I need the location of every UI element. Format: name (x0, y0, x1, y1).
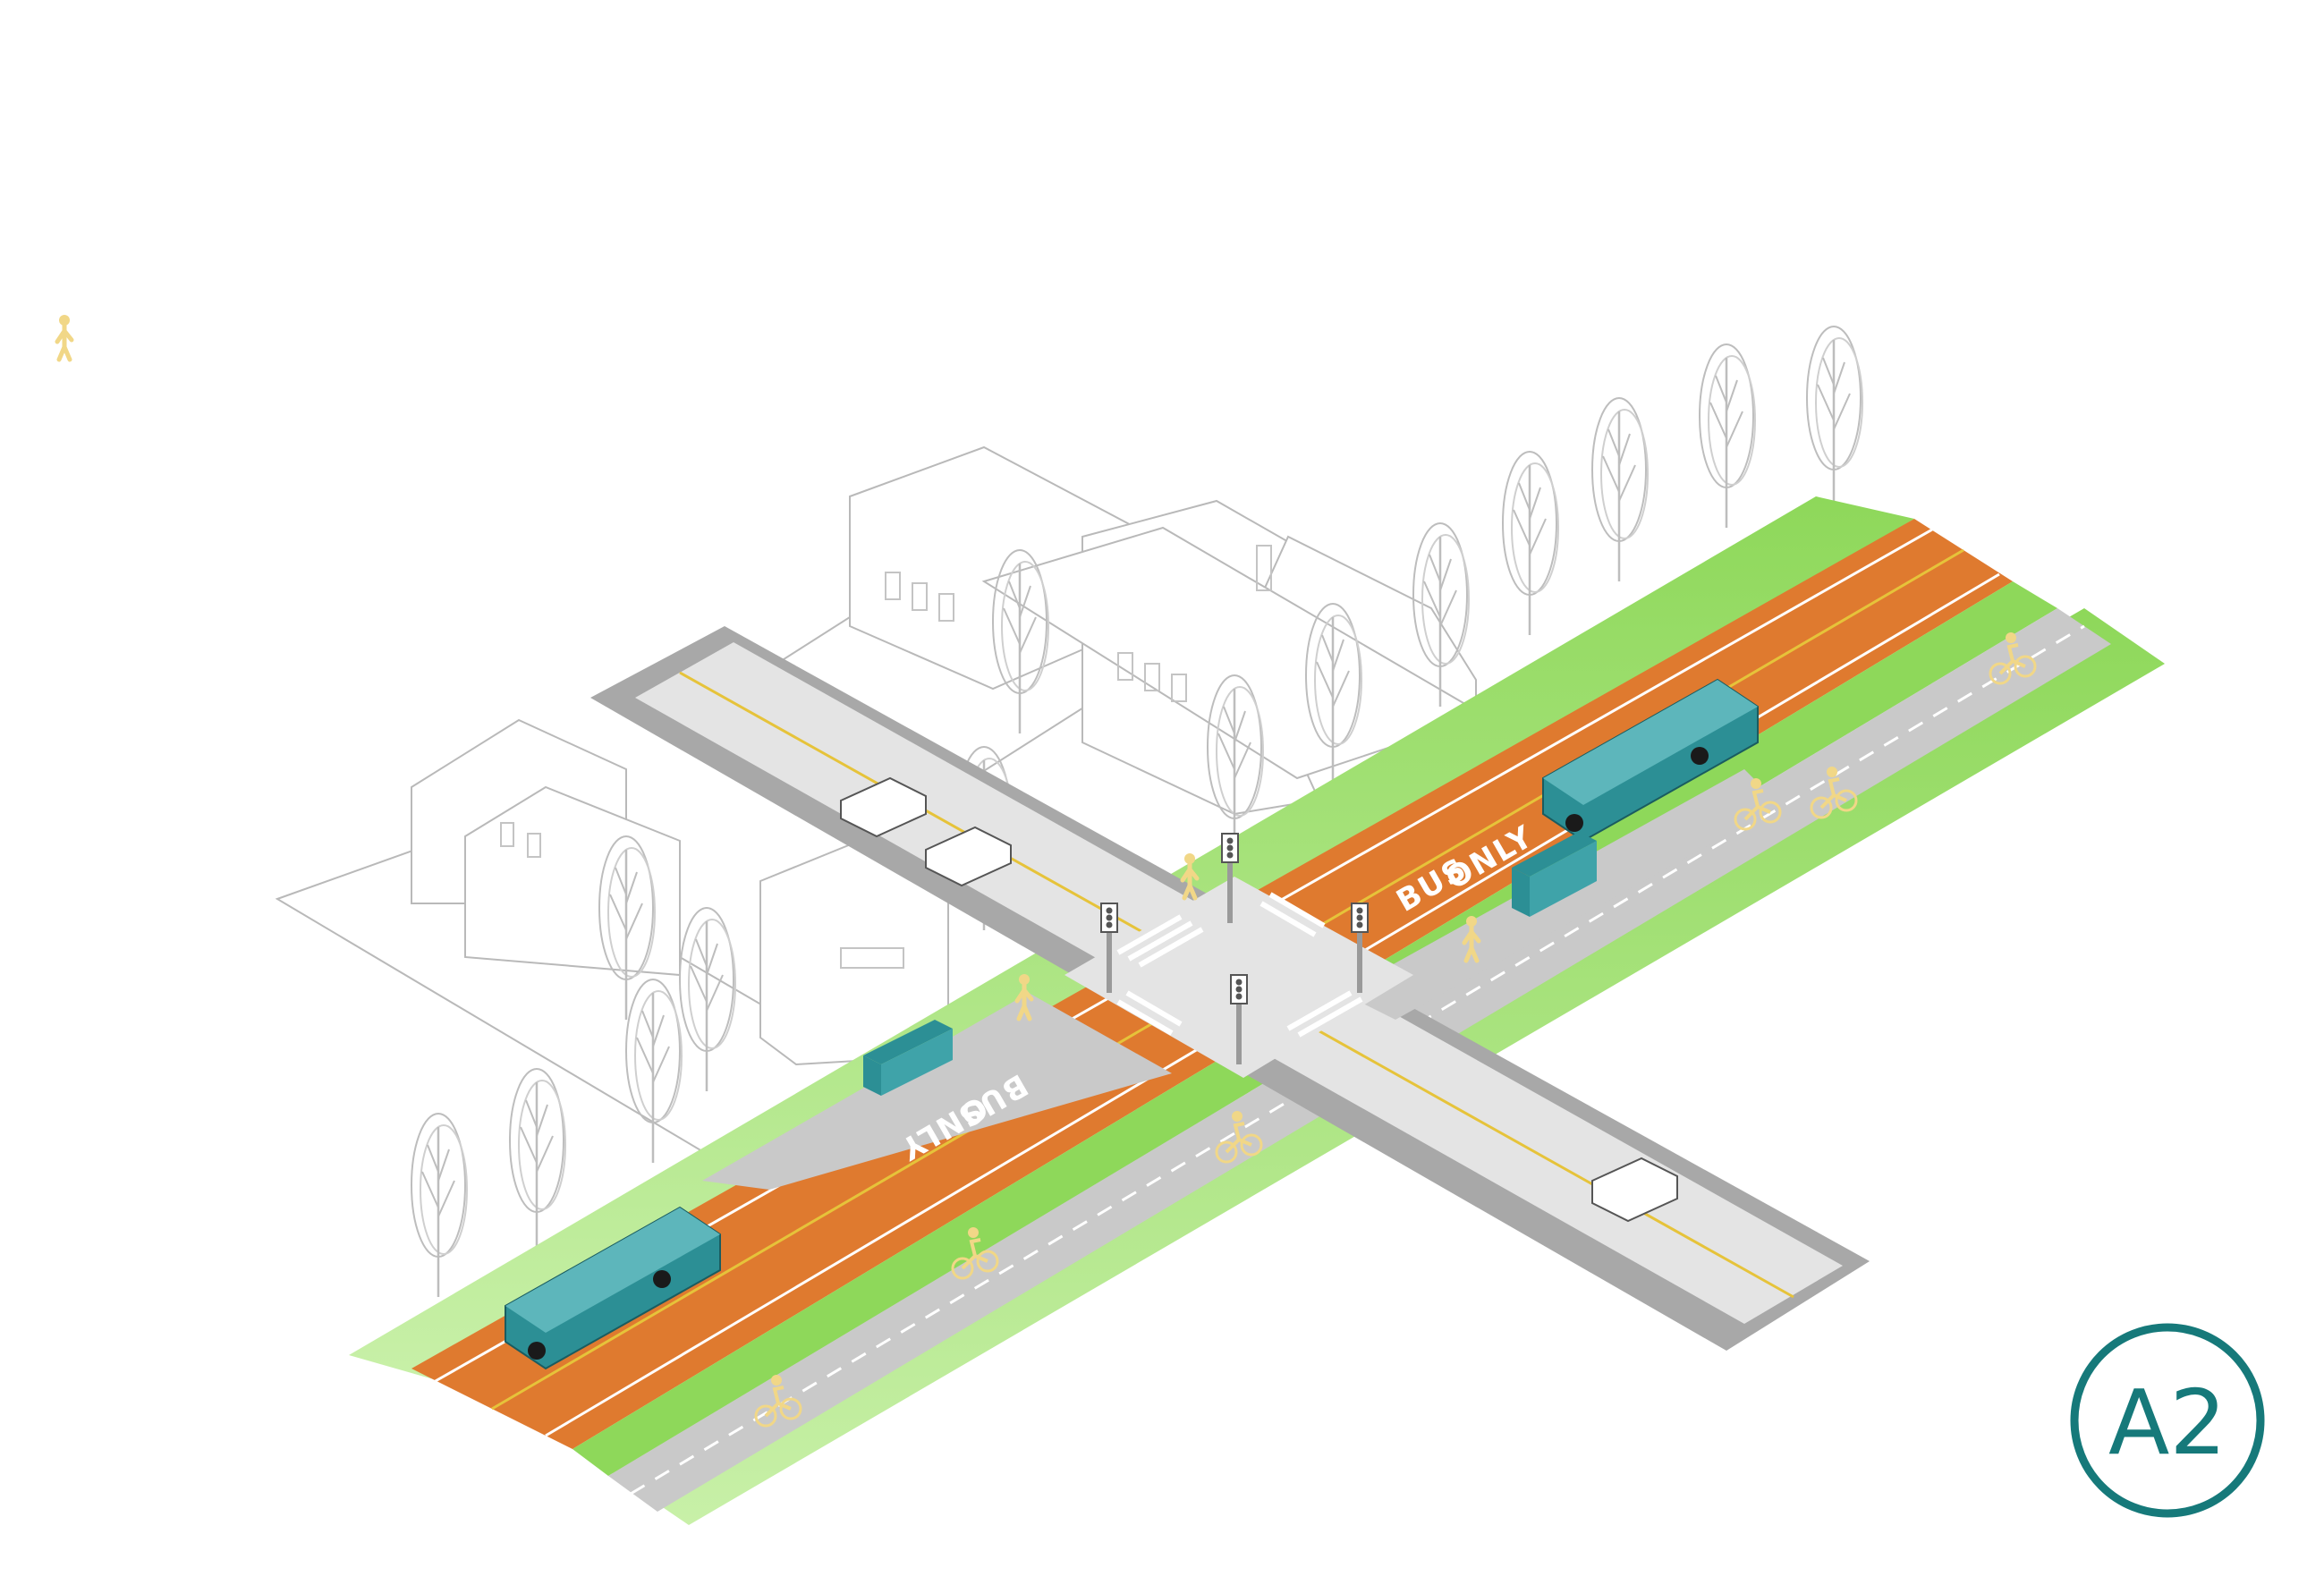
sidewalk (702, 993, 1172, 1190)
bus-shelter-icon (1512, 832, 1597, 917)
section-badge: A2 (2070, 1323, 2265, 1518)
bus-shelter-icon (863, 1020, 953, 1096)
bus-icon (1542, 678, 1759, 843)
car-icon (840, 776, 1678, 1223)
bus-icon (505, 1206, 721, 1370)
house-icon (500, 545, 1272, 969)
bike-path-divider (630, 624, 2085, 1496)
badge-label: A2 (2108, 1370, 2226, 1475)
crosswalk (1116, 892, 1363, 1038)
